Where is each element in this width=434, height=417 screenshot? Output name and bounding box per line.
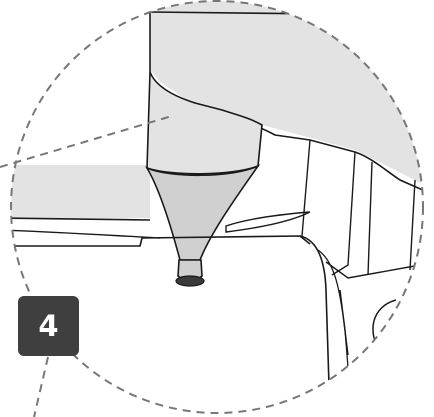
frame-line-5 xyxy=(325,261,421,279)
magnifier-circle xyxy=(10,0,424,414)
step-number-badge: 4 xyxy=(18,296,79,356)
body-panel-right-edge xyxy=(299,235,331,413)
frame-line-6 xyxy=(339,289,349,356)
tray-surface-front xyxy=(11,235,311,247)
nozzle-barrel xyxy=(146,71,263,175)
tray-lower-edge xyxy=(11,229,161,239)
housing-base-shading xyxy=(11,165,150,218)
housing-shaded-area xyxy=(11,1,423,190)
frame-line-1 xyxy=(301,139,311,237)
seal-flap xyxy=(225,211,311,233)
callout-leader-upper xyxy=(0,115,173,168)
outlet-hole xyxy=(175,275,205,287)
latch-knob xyxy=(372,299,409,347)
frame-line-3 xyxy=(367,161,373,276)
tray-upper-edge xyxy=(11,217,151,221)
callout-leader-lower xyxy=(33,356,49,417)
frame-line-2 xyxy=(331,151,356,276)
nozzle-cone xyxy=(145,164,261,261)
frame-line-4 xyxy=(409,179,416,271)
body-panel-inner-edge xyxy=(317,249,353,413)
step-number-label: 4 xyxy=(38,309,59,343)
